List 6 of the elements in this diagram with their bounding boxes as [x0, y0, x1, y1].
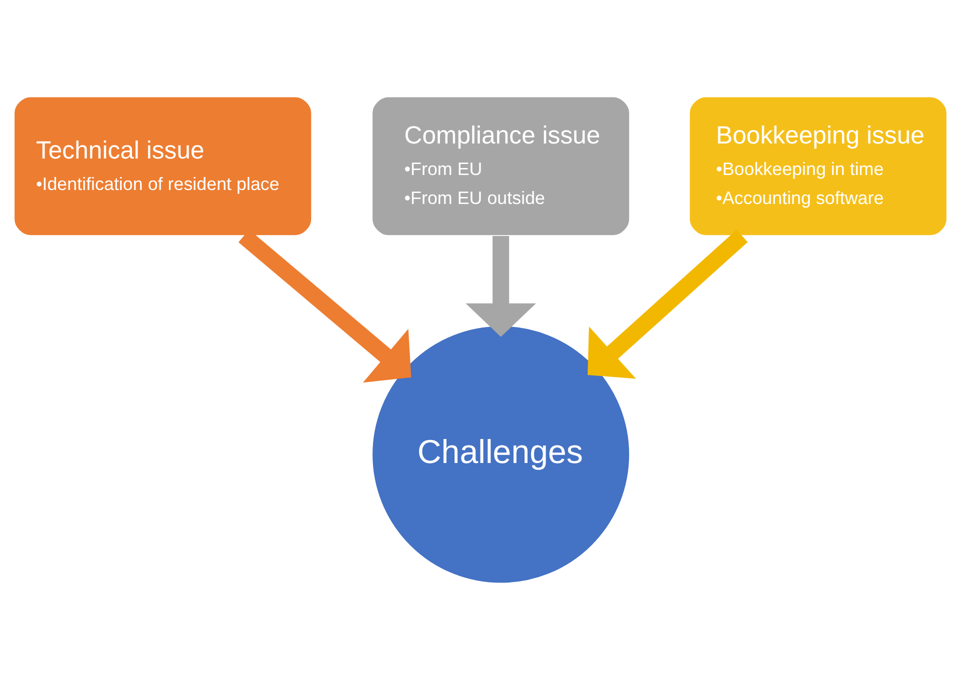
node-box: Bookkeeping issue •Bookkeeping in time •Accounting software [688, 96, 948, 237]
node-box: Technical issue •Identification of resident place [13, 96, 313, 237]
node-circle: Challenges [371, 324, 631, 584]
node-box: Compliance issue •From EU •From EU outside [371, 96, 631, 237]
arrow [466, 236, 536, 337]
arrow [588, 230, 748, 379]
